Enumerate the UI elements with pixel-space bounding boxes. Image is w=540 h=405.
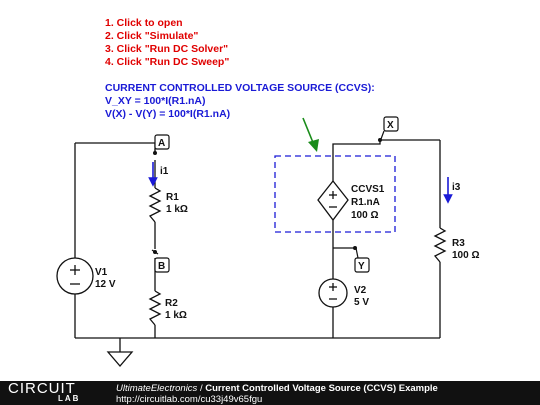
node-b-flag[interactable] [151,249,170,273]
footer-bar: CIRCUIT LAB UltimateElectronics / Curren… [0,381,540,405]
r1-resistor-symbol[interactable] [148,187,162,223]
footer-title-line: UltimateElectronics / Current Controlled… [116,383,438,394]
node-y-label: Y [358,261,365,272]
ccvs-dashed-box [274,155,396,233]
ground-icon [106,351,134,367]
instruction-1: 1. Click to open [105,17,183,29]
ccvs-name: CCVS1 [351,184,385,195]
v1-value: 12 V [95,279,116,290]
r2-resistor-symbol[interactable] [148,290,162,326]
ccvs-note-line1: V_XY = 100*I(R1.nA) [105,95,205,107]
r3-name: R3 [452,238,465,249]
ccvs-control: R1.nA [351,197,380,208]
v1-source-symbol[interactable] [56,257,94,295]
node-a-label: A [158,138,165,149]
wires [74,139,441,352]
r3-value: 100 Ω [452,250,479,261]
r1-value: 1 kΩ [166,204,188,215]
r2-value: 1 kΩ [165,310,187,321]
v2-value: 5 V [354,297,369,308]
ccvs-gain: 100 Ω [351,210,378,221]
i1-label: i1 [160,166,169,177]
instruction-3: 3. Click "Run DC Solver" [105,43,228,55]
pointer-arrow [302,117,319,152]
i3-label: i3 [452,182,461,193]
footer-separator: / [197,383,206,394]
logo-circuit-text: CIRCUIT [8,380,76,397]
ccvs-note-heading: CURRENT CONTROLLED VOLTAGE SOURCE (CCVS)… [105,82,375,94]
ccvs-note-line2: V(X) - V(Y) = 100*I(R1.nA) [105,108,230,120]
v1-name: V1 [95,267,108,278]
node-b-label: B [158,261,165,272]
v2-name: V2 [354,285,367,296]
footer-user-link[interactable]: UltimateElectronics [116,383,198,394]
r2-name: R2 [165,298,178,309]
instruction-4: 4. Click "Run DC Sweep" [105,56,229,68]
r1-name: R1 [166,192,179,203]
ccvs-diamond-symbol[interactable] [317,179,349,222]
footer-title[interactable]: Current Controlled Voltage Source (CCVS)… [205,383,438,394]
node-y-flag[interactable] [353,246,370,273]
v2-source-symbol[interactable] [318,278,348,308]
node-x-label: X [387,120,394,131]
circuitlab-logo[interactable]: CIRCUIT LAB [8,380,104,403]
footer-url-link[interactable]: http://circuitlab.com/cu33j49v65fgu [116,394,263,405]
node-x-flag[interactable] [378,116,399,142]
r3-resistor-symbol[interactable] [433,227,447,263]
logo-lab-text: LAB [58,394,81,403]
instruction-2: 2. Click "Simulate" [105,30,198,42]
node-a-flag[interactable] [153,134,170,155]
